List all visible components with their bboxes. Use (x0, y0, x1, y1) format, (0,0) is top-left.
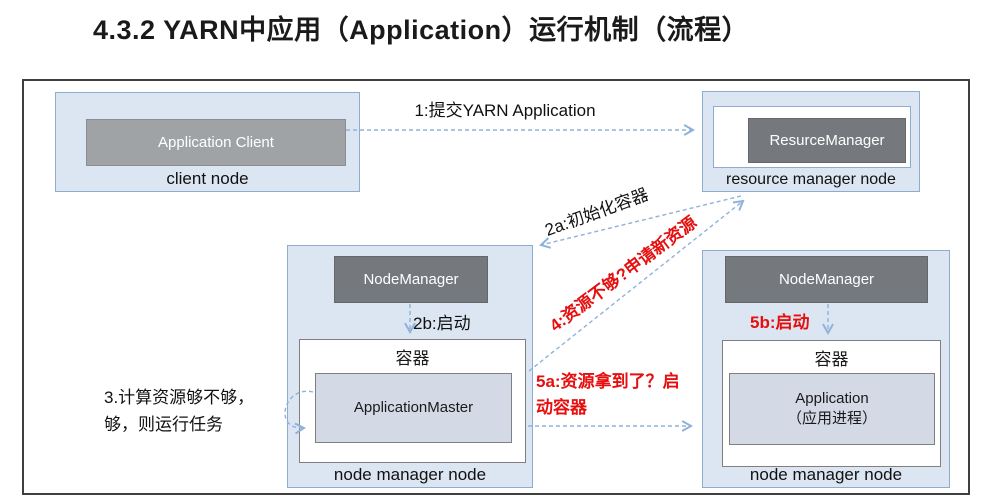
step3-label-line1: 3.计算资源够不够， (104, 388, 255, 407)
resource-manager-node: ResurceManager resource manager node (702, 91, 920, 192)
page-title: 4.3.2 YARN中应用（Application）运行机制（流程） (93, 15, 750, 45)
node-manager-node-right: NodeManager 容器 Application （应用进程） node m… (702, 250, 950, 488)
step1-label: 1:提交YARN Application (414, 101, 596, 120)
application-process-box: Application （应用进程） (729, 373, 935, 445)
node-manager-label-right: NodeManager (778, 271, 875, 288)
step5b-label: 5b:启动 (750, 313, 810, 332)
container-label-right: 容器 (814, 350, 849, 369)
step5a-label: 5a:资源拿到了？启 动容器 (536, 369, 680, 422)
application-client-label: Application Client (158, 134, 274, 151)
client-node-label: client node (166, 169, 249, 188)
resource-manager-label: ResurceManager (769, 132, 885, 149)
node-manager-node-label-right: node manager node (749, 465, 903, 484)
step3-label: 3.计算资源够不够， 够，则运行任务 (104, 384, 254, 438)
node-manager-box-left: NodeManager (334, 256, 488, 303)
step5a-label-line2: 动容器 (536, 398, 587, 418)
step2b-label: 2b:启动 (413, 314, 471, 333)
container-box-left: 容器 ApplicationMaster (299, 339, 526, 463)
step3-label-line2: 够，则运行任务 (104, 415, 223, 435)
application-process-label-zh: （应用进程） (786, 410, 877, 427)
resource-manager-node-label: resource manager node (726, 171, 896, 188)
resource-manager-box: ResurceManager (748, 118, 906, 163)
application-client-box: Application Client (86, 119, 346, 166)
node-manager-node-label-left: node manager node (333, 465, 487, 484)
application-master-label: ApplicationMaster (353, 398, 474, 416)
container-label-left: 容器 (395, 349, 430, 368)
application-master-box: ApplicationMaster (315, 373, 512, 443)
application-process-label-en: Application (795, 389, 869, 407)
container-box-right: 容器 Application （应用进程） (722, 340, 941, 467)
node-manager-box-right: NodeManager (725, 256, 928, 303)
node-manager-label-left: NodeManager (363, 271, 459, 288)
step5a-label-line1: 5a:资源拿到了？启 (536, 372, 680, 391)
client-node: Application Client client node (55, 92, 360, 192)
node-manager-node-left: NodeManager 容器 ApplicationMaster node ma… (287, 245, 533, 488)
